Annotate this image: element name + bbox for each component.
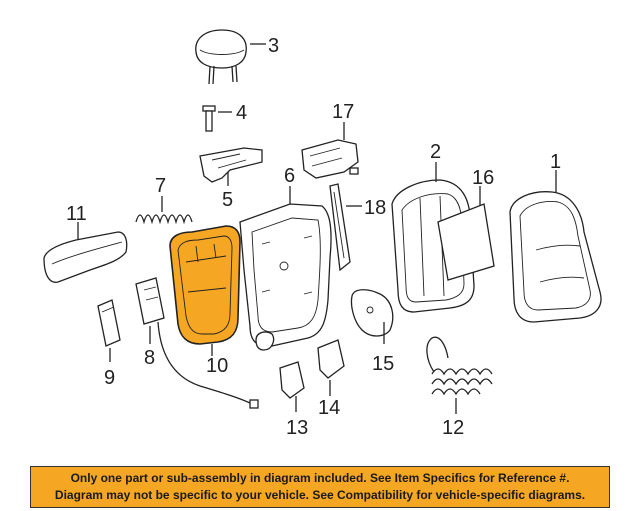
callout-4: 4	[236, 102, 247, 124]
part-5-bracket	[199, 147, 263, 183]
callout-14: 14	[318, 397, 340, 419]
part-13-clip	[279, 361, 305, 399]
callout-9: 9	[104, 367, 115, 389]
part-18-strip	[329, 183, 351, 272]
callout-1: 1	[550, 151, 561, 173]
part-11-side-shield	[43, 231, 128, 283]
callout-3: 3	[268, 35, 279, 57]
disclaimer-banner: Only one part or sub-assembly in diagram…	[30, 466, 610, 508]
part-12-spring-assembly	[426, 336, 493, 396]
part-4-guide	[202, 105, 216, 132]
part-3-headrest	[195, 29, 247, 85]
disclaimer-line-1: Only one part or sub-assembly in diagram…	[70, 471, 570, 485]
callout-11: 11	[66, 203, 87, 225]
callout-8: 8	[144, 347, 155, 369]
part-6-seatback-frame	[239, 203, 332, 351]
callout-6: 6	[284, 165, 295, 187]
callout-16: 16	[472, 167, 494, 189]
callout-7: 7	[155, 175, 166, 197]
callout-12: 12	[442, 417, 464, 439]
part-14-clip	[317, 339, 345, 379]
callout-10: 10	[206, 355, 228, 377]
callout-2: 2	[430, 141, 441, 163]
part-9-handle	[97, 299, 121, 347]
seat-parts-diagram: 3 4 5 7 11 8 9	[43, 29, 602, 439]
part-8-module	[135, 277, 259, 409]
callout-13: 13	[286, 417, 308, 439]
part-16-pad	[437, 203, 495, 281]
callout-17: 17	[332, 101, 354, 123]
part-1-seatback-cover	[509, 191, 602, 323]
part-10-lumbar-panel	[169, 225, 241, 345]
callout-18: 18	[364, 197, 386, 219]
callout-5: 5	[222, 189, 233, 211]
part-15-cover	[350, 289, 394, 337]
part-10-fill	[169, 225, 241, 345]
disclaimer-line-2: Diagram may not be specific to your vehi…	[54, 488, 586, 502]
callout-15: 15	[372, 353, 394, 375]
part-17-recliner	[301, 139, 359, 179]
part-7-spring	[135, 214, 193, 225]
